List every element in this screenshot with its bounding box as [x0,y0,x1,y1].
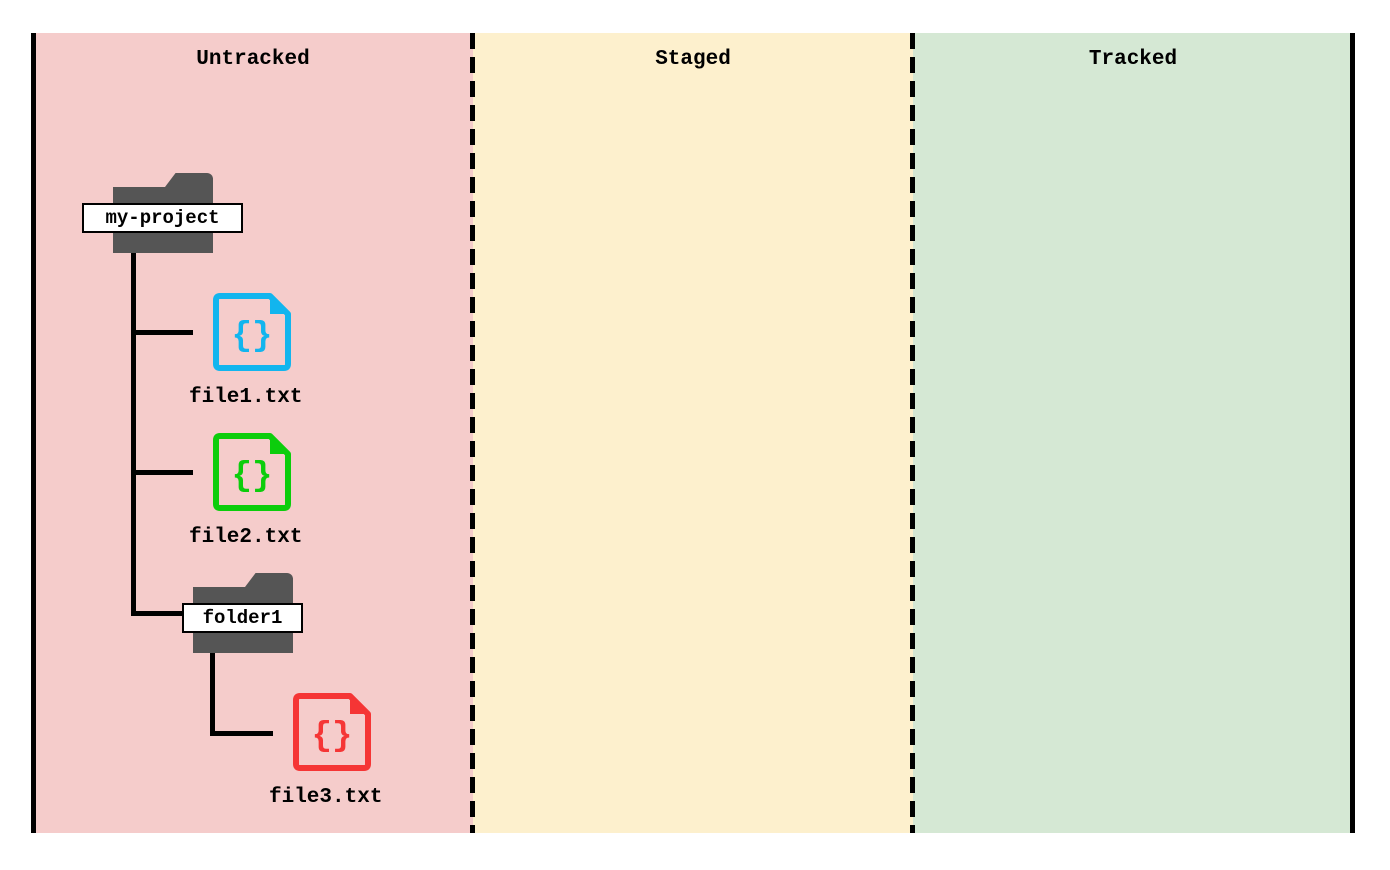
svg-text:{}: {} [232,318,273,356]
tree-trunk-connector [131,252,136,616]
json-file-icon: {} [213,293,291,371]
tracked-title: Tracked [1088,48,1178,71]
svg-text:{}: {} [312,718,353,756]
folder1-branch-connector [131,611,193,616]
json-file-icon: {} [293,693,371,771]
left-border [31,33,36,833]
staged-column: Staged [473,33,913,833]
folder1-trunk-connector [210,652,215,736]
staged-tracked-divider [910,33,915,833]
file3-branch-connector [210,731,273,736]
root-folder-label: my-project [82,203,243,233]
file1-branch-connector [131,330,193,335]
tracked-column: Tracked [913,33,1353,833]
staged-title: Staged [655,48,731,71]
file2-branch-connector [131,470,193,475]
untracked-title: Untracked [196,48,310,71]
json-file-icon: {} [213,433,291,511]
subfolder-label: folder1 [182,603,303,633]
file3-label: file3.txt [269,786,383,809]
file1-label: file1.txt [189,386,303,409]
right-border [1350,33,1355,833]
untracked-staged-divider [470,33,475,833]
file2-label: file2.txt [189,526,303,549]
svg-text:{}: {} [232,458,273,496]
